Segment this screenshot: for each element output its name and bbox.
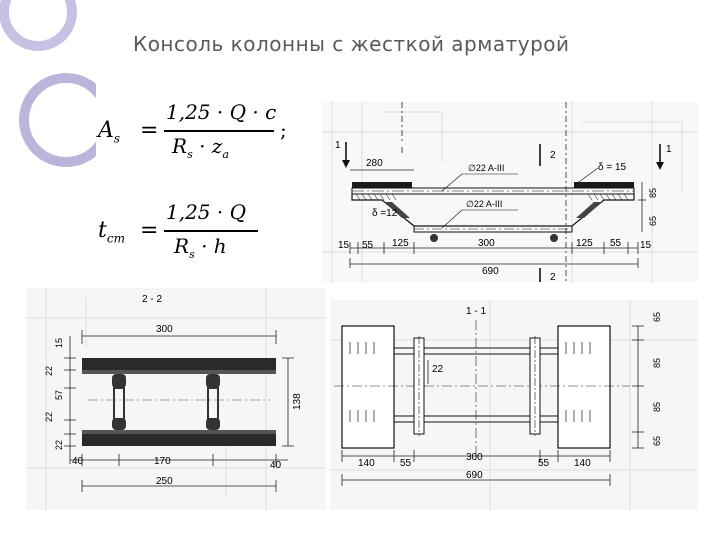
dim-85-bottom: 85 [652,402,662,412]
decorative-rings [0,0,140,200]
section-2-2-title: 2 - 2 [142,294,162,305]
slide-title: Консоль колонны с жесткой арматурой [133,32,570,56]
rebar-label-top: ∅22 A-III [468,163,504,173]
top-plate-right [574,182,634,188]
section-2-label-top: 2 [550,150,556,161]
dim-55-left: 55 [362,240,374,251]
formula-2-lhs: tcm [98,218,125,246]
formula-1-tail: ; [280,118,287,142]
dim-125-right: 125 [576,238,593,249]
dim-300-width: 300 [156,324,173,335]
hatching [355,193,629,201]
delta-12-label: δ =12 [372,208,398,219]
section-1-arrow-right [656,144,664,170]
block-marks [349,342,591,422]
top-flange [82,358,276,370]
dim-65-top: 65 [652,312,662,322]
dim-55-right-11: 55 [538,458,550,469]
section-1-label-left: 1 [335,140,341,151]
section-2-label-bottom: 2 [550,272,556,282]
dim-140-left: 140 [358,458,375,469]
dim-55-left-11: 55 [400,458,412,469]
dim-57-vert: 57 [54,390,64,400]
bottom-flange [82,430,276,434]
dim-15-vert: 15 [54,338,64,348]
dim-22-inner: 22 [432,364,444,375]
dim-125-left: 125 [392,238,409,249]
dim-300: 300 [478,238,495,249]
background-grid [322,102,698,282]
dim-55-right: 55 [610,238,622,249]
dim-40-left: 40 [72,456,84,467]
stud-right [206,374,220,430]
drawing-section-1-1: 1 - 1 22 65 85 85 65 140 55 300 55 140 6… [330,300,698,510]
dim-22-vert-c: 22 [54,440,64,450]
dim-85: 85 [648,188,658,198]
column-block-left [341,325,395,449]
formula-1-numerator: 1,25 · Q · c [166,100,277,124]
stud-left [112,374,126,430]
dim-690: 690 [482,266,499,277]
dim-65: 65 [648,216,658,226]
dim-690-11: 690 [466,470,483,481]
rebar-label-bottom: ∅22 A-III [466,199,502,209]
delta-15-label: δ = 15 [598,162,627,173]
dim-138-vert: 138 [292,393,303,410]
drawing-section-2-2: 2 - 2 300 15 22 57 22 22 138 40 170 40 2… [26,288,326,510]
section-1-arrow-left [342,142,350,168]
ring-bottom [19,73,113,167]
column-block-right [557,325,611,449]
formula-2-numerator: 1,25 · Q [166,200,246,224]
dim-250: 250 [156,476,173,487]
background-grid-2 [26,288,326,510]
dim-280: 280 [366,158,383,169]
formula-1: As = 1,25 · Q · c Rs · za ; [98,100,287,161]
dim-40-right: 40 [270,460,282,471]
dim-65-bottom: 65 [652,436,662,446]
formula-2-denominator: Rs · h [174,234,227,261]
dim-22-vert-b: 22 [44,412,54,422]
formula-1-denominator: Rs · za [172,134,229,161]
formula-2: tcm = 1,25 · Q Rs · h [98,198,288,261]
dim-170: 170 [154,456,171,467]
drawing-elevation: 1 1 2 2 280 ∅22 A-III ∅22 A-III δ = 15 δ… [322,102,698,282]
top-plate-left [352,182,412,188]
section-1-label-right: 1 [666,144,672,155]
formula-1-lhs: As [98,118,121,146]
dim-15-right: 15 [640,240,652,251]
dim-140-right: 140 [574,458,591,469]
dim-22-vert-a: 22 [44,366,54,376]
section-1-1-title: 1 - 1 [466,306,486,317]
dim-300-11: 300 [466,452,483,463]
ring-top [0,0,77,51]
background-grid-3 [330,300,698,510]
dim-15-left: 15 [338,240,350,251]
dim-85-top: 85 [652,358,662,368]
